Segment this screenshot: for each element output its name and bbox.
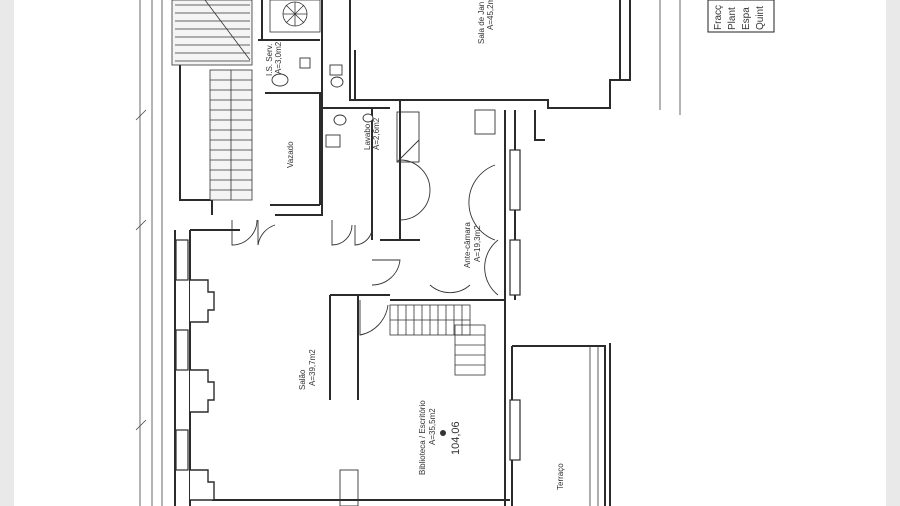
walls bbox=[174, 0, 631, 506]
level-mark: 104,06 bbox=[450, 421, 462, 455]
terrace-railing bbox=[589, 346, 599, 506]
room-area-lavabo: A=2,6m2 bbox=[372, 117, 381, 150]
room-area-sala-jantar: A=45,2m2 bbox=[486, 0, 495, 30]
title-block: Fracç Plant Espa Quint bbox=[707, 0, 775, 33]
staircase-upper bbox=[171, 0, 253, 201]
room-area-biblioteca: A=35,5m2 bbox=[428, 408, 437, 445]
room-name-biblioteca: Biblioteca / Escritório bbox=[418, 400, 427, 475]
dimension-lines bbox=[135, 0, 681, 506]
room-name-salao: Salão bbox=[298, 369, 307, 390]
level-marker-icon bbox=[440, 430, 446, 436]
room-labels: Sala de Jan A=45,2m2 I.S. Serv. A=3,0m2 … bbox=[265, 0, 565, 490]
windows bbox=[175, 149, 521, 471]
room-name-terraco: Terraço bbox=[556, 463, 565, 490]
room-name-vazado: Vazado bbox=[286, 141, 295, 168]
room-area-is-serv: A=3,0m2 bbox=[274, 41, 283, 74]
wall-pilasters bbox=[190, 279, 215, 501]
room-area-salao: A=39,7m2 bbox=[308, 349, 317, 386]
room-name-is-serv: I.S. Serv. bbox=[265, 44, 274, 76]
doors bbox=[231, 109, 499, 506]
title-block-line-4: Quint bbox=[755, 6, 766, 30]
spiral-stair bbox=[269, 0, 321, 33]
paper-sheet bbox=[14, 0, 886, 506]
room-name-ante-camara: Ante-câmara bbox=[463, 222, 472, 268]
title-block-line-2: Plant bbox=[727, 7, 738, 30]
title-block-line-1: Fracç bbox=[713, 5, 724, 30]
staircase-inner bbox=[389, 304, 486, 376]
room-name-sala-jantar: Sala de Jan bbox=[477, 2, 486, 44]
room-name-lavabo: Lavabo bbox=[363, 123, 372, 150]
title-block-line-3: Espa bbox=[741, 7, 752, 30]
sanitary-fixtures bbox=[271, 57, 374, 148]
room-area-ante-camara: A=19,3m2 bbox=[473, 225, 482, 262]
